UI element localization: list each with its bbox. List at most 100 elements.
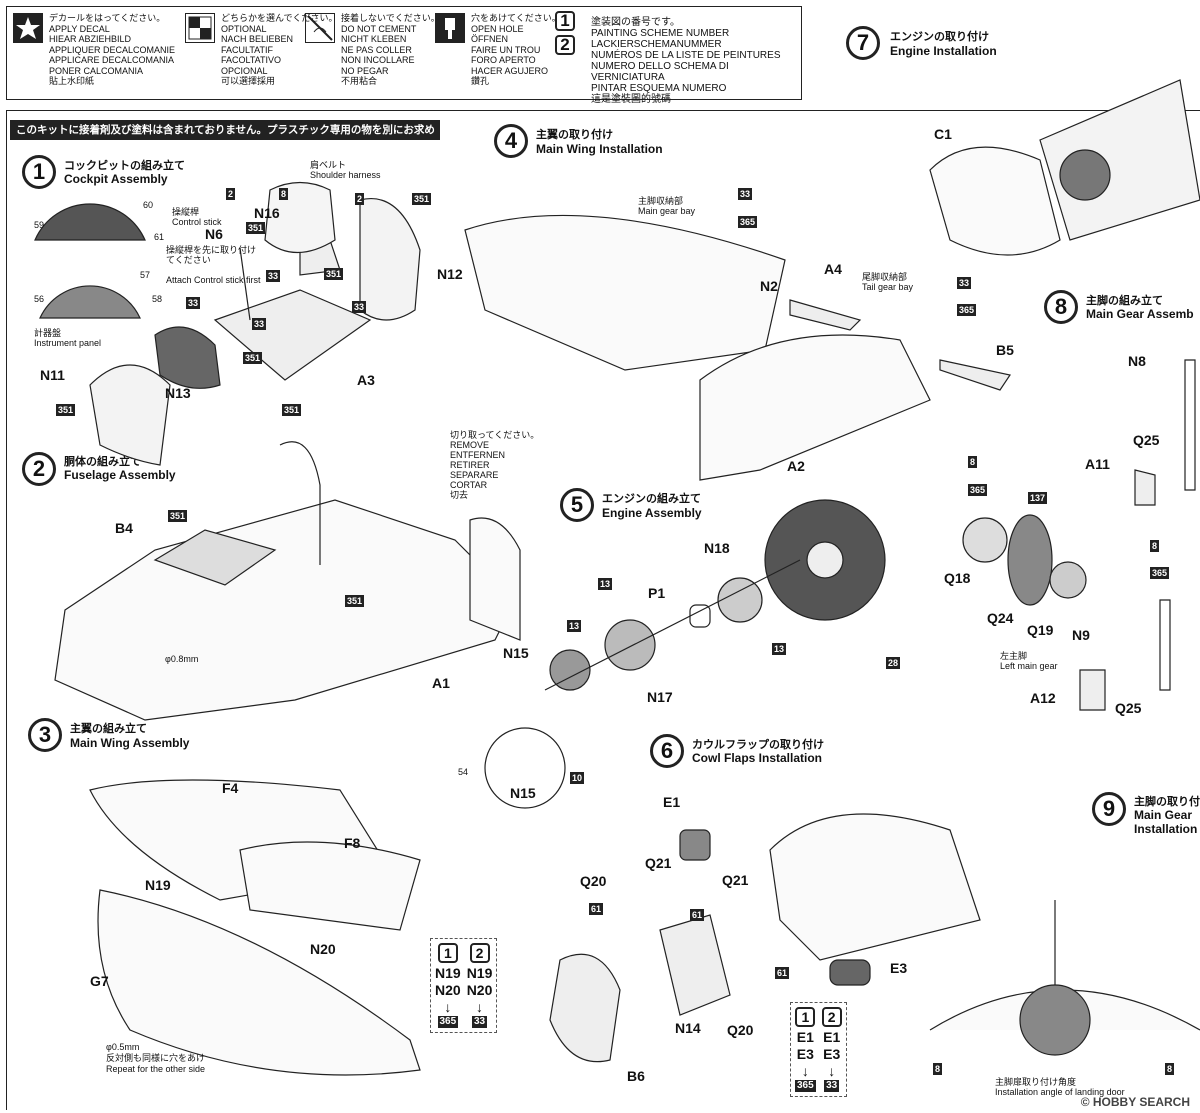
paint-column: 1 E1 E3 ↓ 365 (795, 1007, 816, 1092)
legend-line: どちらかを選んでください。 (221, 13, 338, 23)
step-number: 3 (28, 718, 62, 752)
legend-line: APPLIQUER DECALCOMANIE (49, 44, 176, 55)
legend-line: PINTAR ESQUEMA NUMERO (591, 83, 727, 94)
part-label: Q20 (727, 1022, 754, 1038)
color-code: 351 (243, 352, 263, 364)
step-title-jp: エンジンの取り付け (890, 31, 989, 43)
legend-line: LACKIERSCHEMANUMMER (591, 39, 722, 50)
label-panel-jp: 計器盤 (34, 328, 62, 338)
color-code: 10 (570, 772, 585, 784)
legend-line: 貼上水印紙 (49, 76, 95, 86)
color-code: 8 (933, 1063, 943, 1075)
color-code: 351 (345, 595, 365, 607)
cutoff-line: REMOVE (450, 440, 490, 450)
part-label: N19 (145, 877, 171, 893)
part-label: N20 (310, 941, 336, 957)
legend-line: NUMERO DELLO SCHEMA DI VERNICIATURA (591, 61, 729, 83)
part-label: N18 (704, 540, 730, 556)
part-label: N2 (760, 278, 778, 294)
part-label: B5 (996, 342, 1014, 358)
step-number: 4 (494, 124, 528, 158)
part-label: E1 (663, 794, 681, 810)
legend-line: 鑽孔 (471, 76, 490, 86)
color-code: 351 (282, 404, 302, 416)
part-label: A12 (1030, 690, 1056, 706)
part-label: E3 (796, 1046, 814, 1062)
color-code: 2 (355, 193, 365, 205)
part-label: N16 (254, 205, 280, 221)
label-tail-bay-en: Tail gear bay (862, 282, 914, 292)
decal-number: 54 (458, 767, 469, 777)
step-title-jp: エンジンの組み立て (602, 493, 701, 505)
part-label: N11 (40, 367, 65, 383)
step-number: 7 (846, 26, 880, 60)
part-label: Q20 (580, 873, 607, 889)
legend-line: NO PEGAR (341, 65, 389, 76)
hole-size: φ0.5mm (106, 1042, 140, 1052)
decal-number: 59 (34, 220, 45, 230)
color-code: 351 (412, 193, 432, 205)
label-shoulder-jp: 肩ベルト (310, 160, 347, 170)
legend-line: 穴をあけてください。 (471, 13, 561, 23)
part-label: N6 (205, 226, 223, 242)
part-label: A2 (787, 458, 805, 474)
cutoff-line: RETIRER (450, 460, 490, 470)
part-label: C1 (934, 126, 952, 142)
star-icon (13, 13, 43, 43)
step-number: 5 (560, 488, 594, 522)
legend-line: APPLY DECAL (49, 23, 110, 34)
color-code: 365 (957, 304, 977, 316)
part-label: F8 (344, 835, 361, 851)
arrow-down-icon: ↓ (476, 999, 484, 1015)
step-number: 6 (650, 734, 684, 768)
paint-table: 1 N19 N20 ↓ 365 2 N19 N20 ↓ 33 (430, 938, 498, 1033)
color-code: 61 (775, 967, 790, 979)
color-code: 13 (598, 578, 613, 590)
color-code: 2 (226, 188, 236, 200)
legend-line: DO NOT CEMENT (341, 23, 417, 34)
part-label: E3 (823, 1046, 841, 1062)
part-label: E1 (823, 1029, 841, 1045)
label-left-gear-en: Left main gear (1000, 661, 1058, 671)
label-control-stick-jp: 操縦桿 (172, 207, 200, 217)
color-code: 33 (824, 1080, 840, 1092)
step-title-en: Engine Assembly (602, 506, 702, 520)
part-label: Q25 (1133, 432, 1160, 448)
step-title-jp: 主翼の組み立て (70, 723, 147, 735)
part-label: Q18 (944, 570, 971, 586)
label-attach-jp: 操縦桿を先に取り付けてください (166, 245, 257, 265)
color-code: 33 (957, 277, 972, 289)
part-label: Q21 (722, 872, 749, 888)
part-label: Q25 (1115, 700, 1142, 716)
part-label: Q21 (645, 855, 672, 871)
part-label: A11 (1085, 456, 1110, 472)
part-label: P1 (648, 585, 666, 601)
legend-line: HIEAR ABZIEHBILD (49, 34, 132, 44)
color-code: 13 (567, 620, 582, 632)
color-code: 28 (886, 657, 901, 669)
paint-scheme-badge: 2 (821, 1007, 842, 1027)
color-code: 8 (1165, 1063, 1175, 1075)
part-label: N20 (466, 982, 493, 998)
part-label: B6 (627, 1068, 645, 1084)
hole-size: φ0.8mm (165, 654, 199, 664)
arrow-down-icon: ↓ (828, 1063, 836, 1079)
step-title-en: Main Gear Assemb (1086, 307, 1194, 321)
color-code: 351 (56, 404, 76, 416)
part-label: E3 (890, 960, 908, 976)
label-left-gear-jp: 左主脚 (1000, 651, 1028, 661)
part-label: A3 (357, 372, 375, 388)
label-control-stick-en: Control stick (172, 217, 222, 227)
decal-number: 61 (154, 232, 165, 242)
color-code: 8 (968, 456, 978, 468)
repeat-jp: 反対側も同様に穴をあけ (106, 1053, 206, 1063)
paint-scheme-badge: 1 (555, 11, 575, 31)
legend-line: 塗装図の番号です。 (591, 17, 680, 28)
no-cement-icon (305, 13, 335, 43)
step-title-jp: 主脚の組み立て (1086, 295, 1163, 307)
optional-icon (185, 13, 215, 43)
legend-line: NACH BELIEBEN (221, 34, 294, 44)
step-number: 9 (1092, 792, 1126, 826)
